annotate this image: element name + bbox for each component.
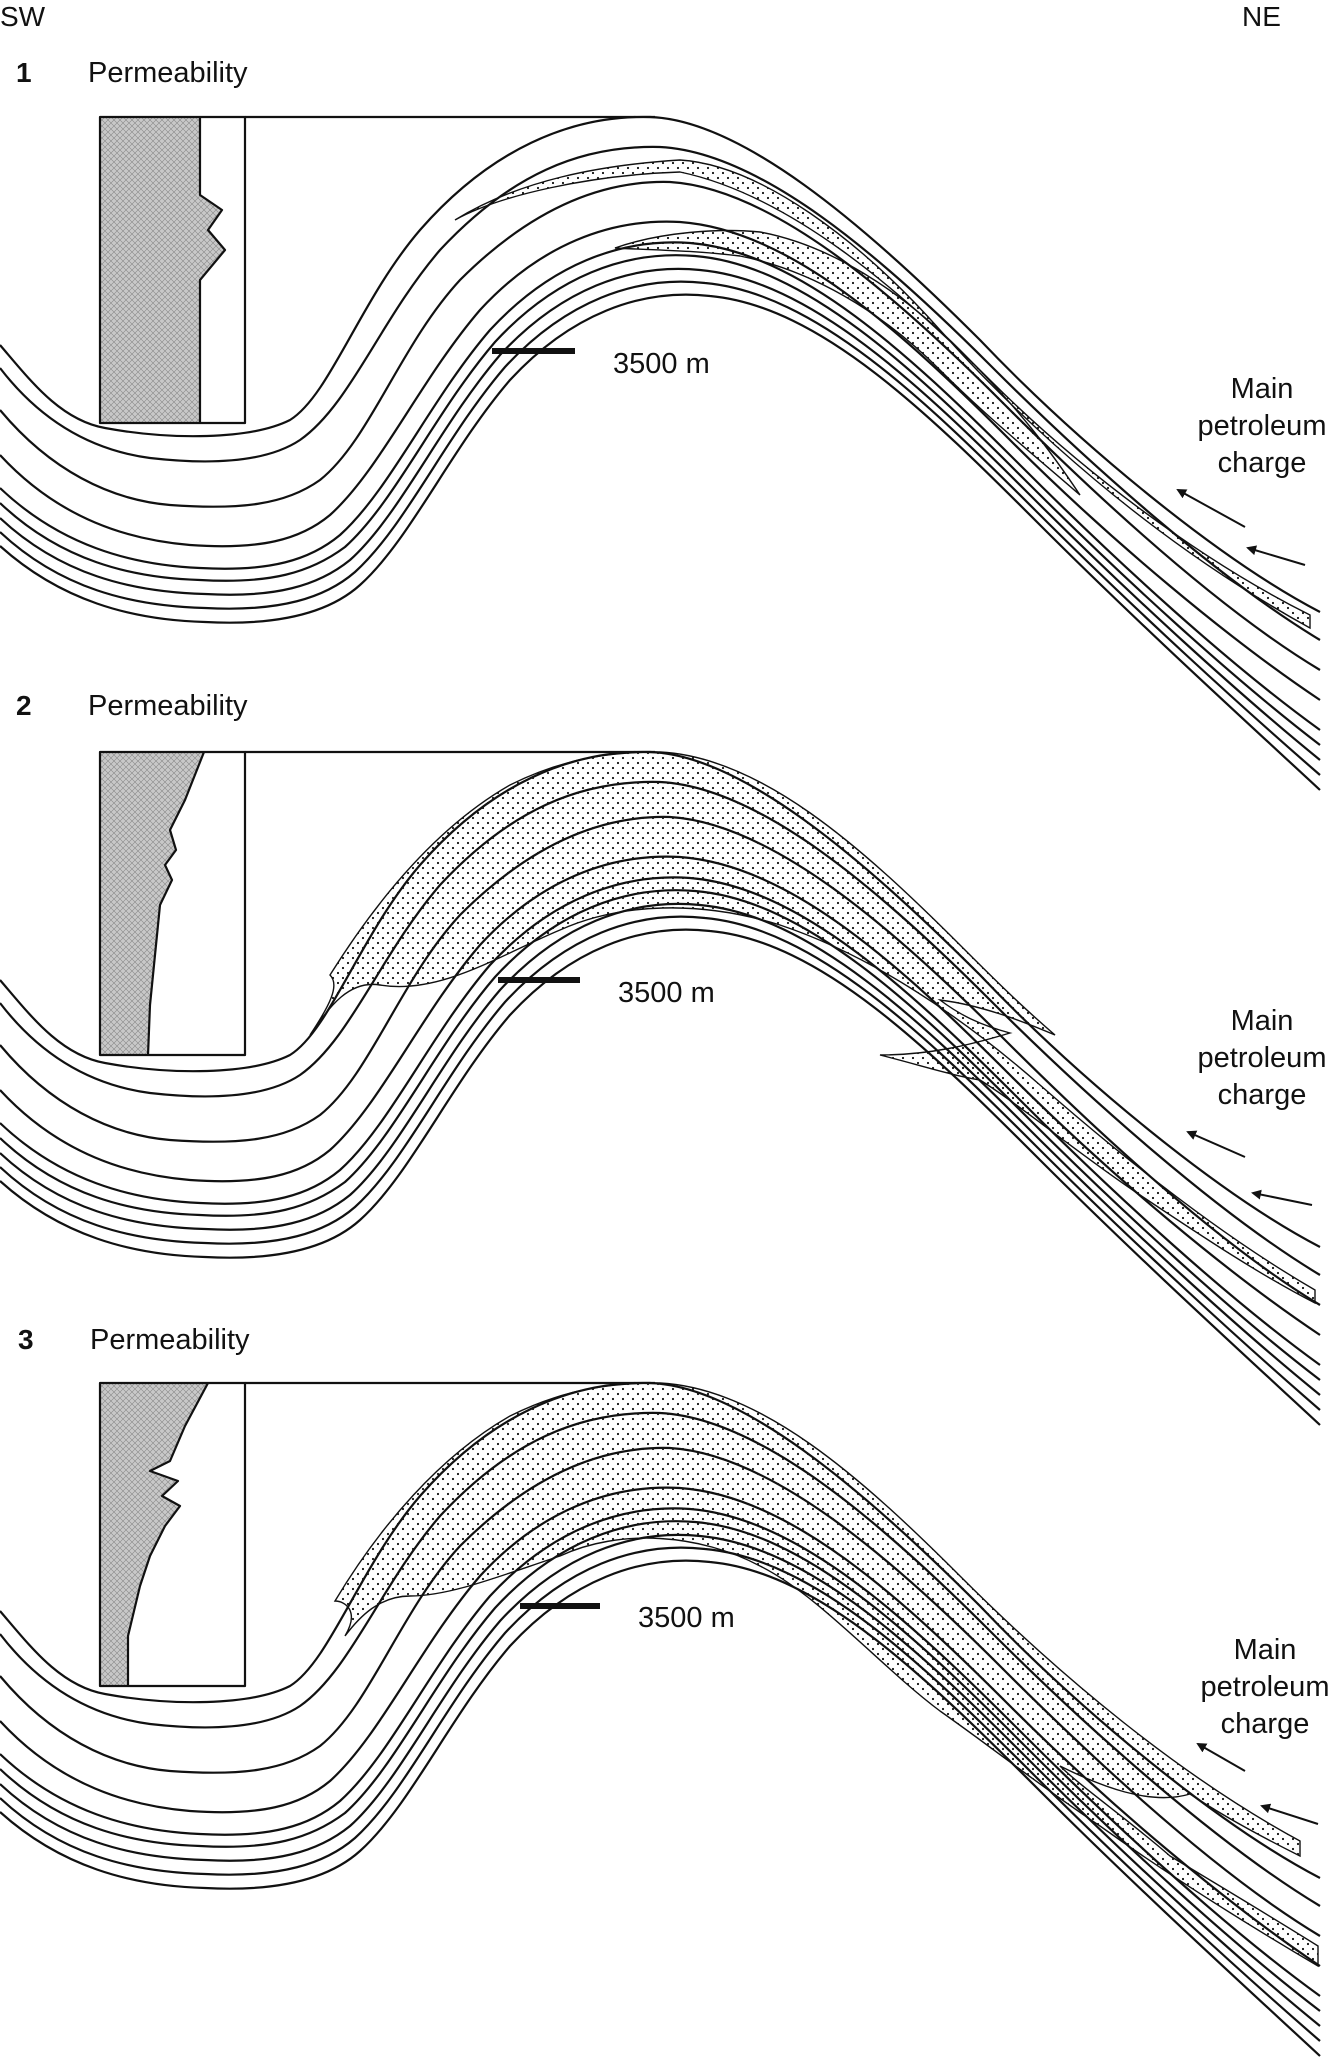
panel-1-charge-line-2: petroleum (1198, 410, 1327, 442)
panel-3-number: 3 (18, 1324, 34, 1355)
sw-label: SW (0, 1, 46, 32)
panel-3-charge-arrow-lower (1260, 1803, 1319, 1825)
panel-3-charge-line-1: Main (1234, 1634, 1297, 1666)
panel-1-charge-line-1: Main (1231, 373, 1294, 405)
ne-label: NE (1242, 1, 1281, 32)
panel-3-charge-line-3: charge (1221, 1708, 1310, 1740)
panel-2-charge-line-3: charge (1218, 1079, 1307, 1111)
panel-1-number: 1 (16, 57, 32, 88)
panel-1-depth-label: 3500 m (613, 348, 710, 380)
panel-2-permeability-label: Permeability (88, 690, 248, 722)
panel-2-number: 2 (16, 690, 32, 721)
panel-3-charge-line-2: petroleum (1201, 1671, 1330, 1703)
panel-1-charge-arrow-upper (1176, 489, 1246, 528)
panel-2-depth-label: 3500 m (618, 977, 715, 1009)
panel-1-permeability-label: Permeability (88, 57, 248, 89)
panel-1: 1 Permeability 3500 m Main petroleum cha… (0, 57, 1327, 792)
panel-2-charge-line-2: petroleum (1198, 1042, 1327, 1074)
panel-1-petroleum-zone (454, 159, 1311, 630)
panel-1-charge-line-3: charge (1218, 447, 1307, 479)
panel-3-petroleum-zone (333, 1382, 1319, 1968)
panel-2: 2 Permeability 3500 m Main petroleum cha… (0, 690, 1327, 1427)
panel-3-depth-label: 3500 m (638, 1602, 735, 1634)
panel-2-charge-arrow-upper (1186, 1130, 1246, 1158)
panel-3-permeability-log (98, 1381, 655, 1688)
panel-1-permeability-log (98, 115, 655, 425)
panel-1-charge-arrow-lower (1246, 545, 1306, 566)
panel-2-charge-line-1: Main (1231, 1005, 1294, 1037)
panel-2-permeability-log (98, 750, 655, 1057)
panel-3: 3 Permeability 3500 m Main petroleum cha… (0, 1324, 1330, 2057)
panel-2-petroleum-zone (309, 751, 1316, 1305)
panel-3-permeability-label: Permeability (90, 1324, 250, 1356)
panel-3-charge-arrow-upper (1196, 1743, 1246, 1772)
panel-2-charge-arrow-lower (1251, 1189, 1313, 1206)
